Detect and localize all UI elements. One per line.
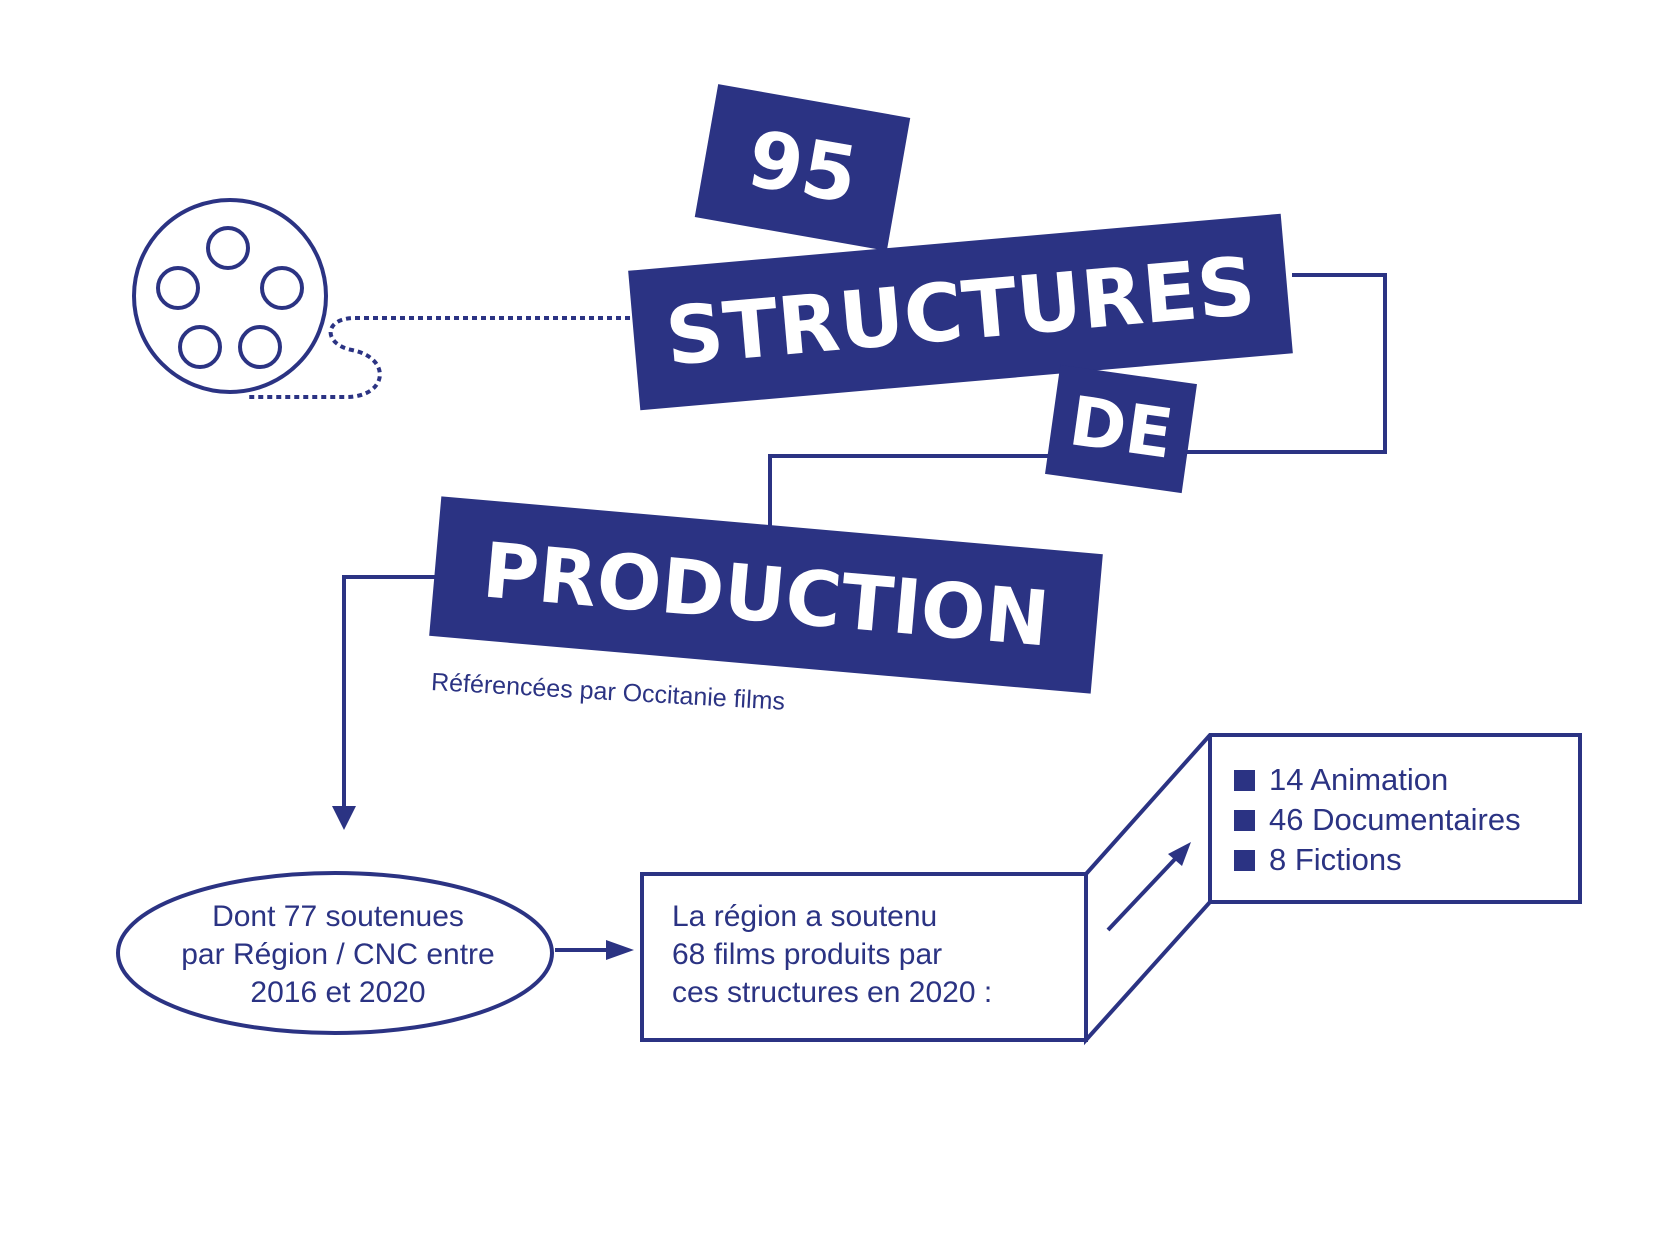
- connector-de-production: [768, 454, 1050, 535]
- connector-production-ellipse: [342, 575, 438, 808]
- category-label: 14 Animation: [1269, 762, 1449, 797]
- arrow-box-categories: [1106, 856, 1178, 932]
- category-list: 14 Animation 46 Documentaires 8 Fictions: [1234, 760, 1521, 880]
- ellipse-text: Dont 77 soutenues par Région / CNC entre…: [118, 898, 558, 1012]
- arrow-head-right: [606, 940, 634, 960]
- box-line: 68 films produits par: [672, 938, 943, 971]
- title-de: DE: [1064, 382, 1178, 475]
- ellipse-line: 2016 et 2020: [250, 976, 426, 1009]
- supported-structures-ellipse: [116, 871, 554, 1035]
- category-item: 8 Fictions: [1234, 840, 1521, 880]
- ellipse-line: par Région / CNC entre: [181, 938, 495, 971]
- category-label: 46 Documentaires: [1269, 802, 1521, 837]
- category-label: 8 Fictions: [1269, 842, 1402, 877]
- category-item: 14 Animation: [1234, 760, 1521, 800]
- title-structures: STRUCTURES: [662, 239, 1259, 384]
- square-bullet-icon: [1234, 769, 1255, 791]
- ellipse-line: Dont 77 soutenues: [212, 900, 464, 933]
- title-production: PRODUCTION: [479, 525, 1053, 664]
- box-line: ces structures en 2020 :: [672, 976, 993, 1009]
- film-strip-dotted-line: [246, 316, 630, 399]
- category-item: 46 Documentaires: [1234, 800, 1521, 840]
- film-reel-icon: [132, 198, 328, 394]
- films-box: [640, 733, 1582, 1046]
- box-line: La région a soutenu: [672, 900, 938, 933]
- box-text: La région a soutenu 68 films produits pa…: [672, 898, 1062, 1012]
- arrow-head-down: [332, 806, 356, 830]
- square-bullet-icon: [1234, 809, 1255, 831]
- connector-structures-de: [1180, 273, 1387, 454]
- title-de-band: DE: [1045, 364, 1197, 494]
- arrow-head-diagonal: [1168, 842, 1191, 866]
- square-bullet-icon: [1234, 849, 1255, 871]
- title-number: 95: [741, 113, 864, 222]
